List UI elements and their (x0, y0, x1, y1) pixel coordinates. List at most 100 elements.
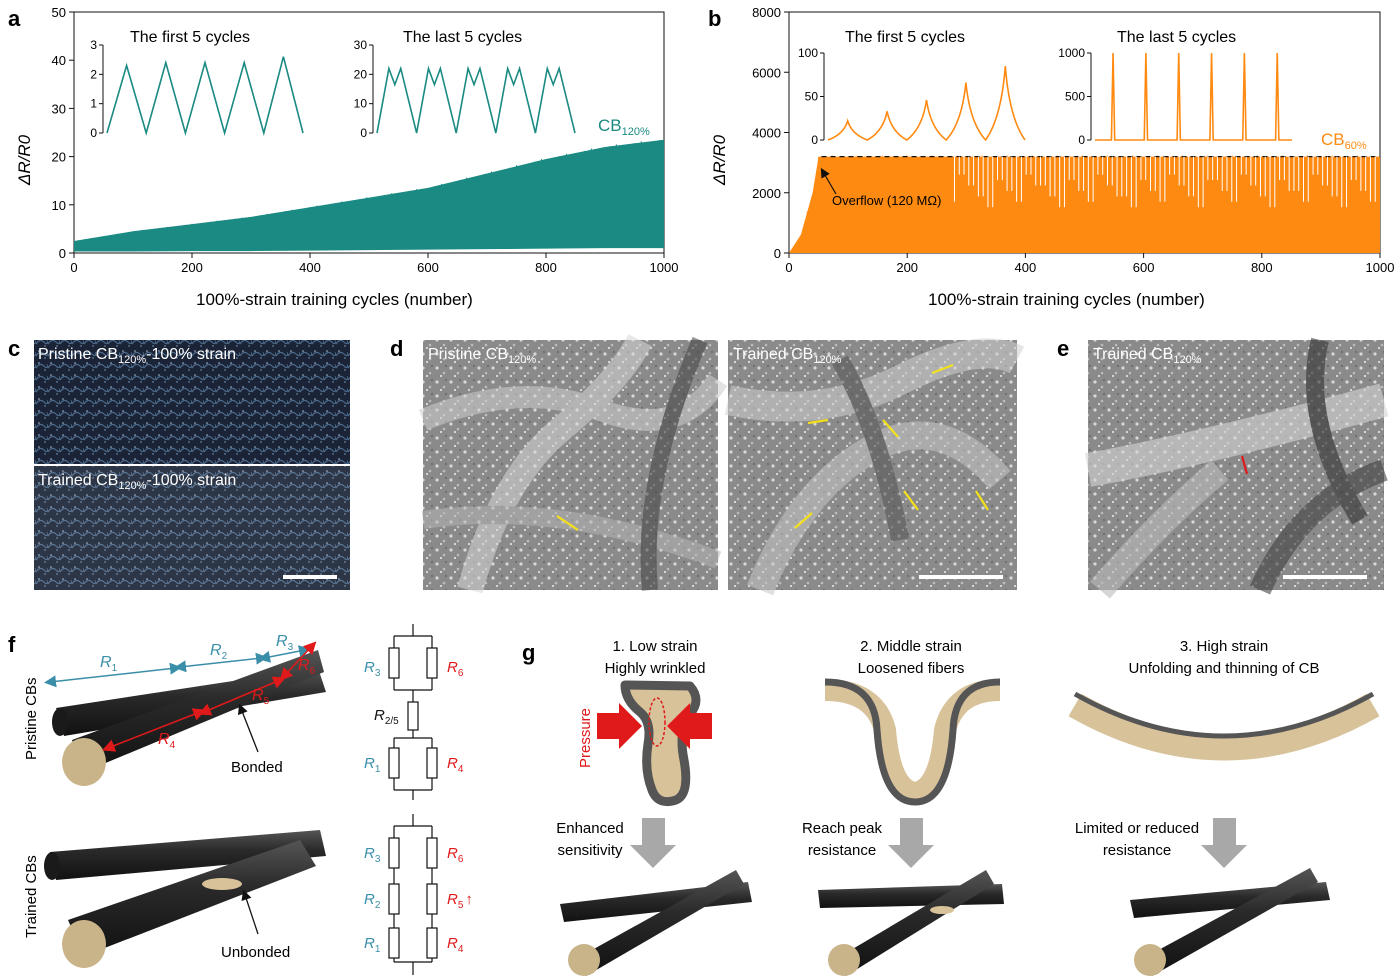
g-col1-title-2: Highly wrinkled (605, 660, 706, 677)
circuit-trained (388, 814, 438, 975)
circuit2-r2: R2 (364, 891, 381, 911)
series-area-CB120% (74, 139, 664, 252)
y-tick-label: 0 (774, 246, 781, 261)
circuit2-r3: R3 (364, 845, 381, 865)
g-down-arrow-3 (1201, 818, 1247, 868)
panel-b-series-label: CB60% (1321, 130, 1367, 152)
x-tick-label: 1000 (650, 260, 679, 275)
x-tick-label: 800 (535, 260, 557, 275)
crack-arrows-d (556, 363, 989, 531)
pressure-arrow-right (667, 703, 712, 749)
g-u-middle-strain-cb (824, 678, 1001, 806)
pressure-arrow-left (597, 703, 642, 749)
x-tick-label: 0 (785, 260, 792, 275)
x-tick-label: 600 (1133, 260, 1155, 275)
inset-y-tick-label: 0 (1078, 133, 1085, 147)
x-tick-label: 400 (299, 260, 321, 275)
inset-y-tick-label: 0 (811, 133, 818, 147)
x-tick-label: 200 (896, 260, 918, 275)
panel-a-inset1-title: The first 5 cycles (130, 29, 250, 46)
panel-g: g 1. Low strain Highly wrinkled 2. Middl… (522, 638, 1380, 976)
x-tick-label: 200 (181, 260, 203, 275)
panel-letter-d: d (390, 336, 403, 361)
panel-d-left-label: Pristine CB120% (428, 346, 536, 366)
inset-y-tick-label: 500 (1065, 90, 1085, 104)
y-tick-label: 8000 (752, 5, 781, 20)
circuit1-r6: R6 (447, 659, 464, 679)
circuit2-r5: R5↑ (447, 891, 473, 911)
unbonded-arrow (241, 889, 259, 935)
y-tick-label: 50 (52, 5, 66, 20)
g-col3-title-2: Unfolding and thinning of CB (1129, 660, 1320, 677)
y-tick-label: 30 (52, 101, 66, 116)
scale-bar (1283, 575, 1367, 579)
y-tick-label: 4000 (752, 126, 781, 141)
g-down-arrow-2 (888, 818, 934, 868)
x-tick-label: 600 (417, 260, 439, 275)
y-tick-label: 40 (52, 53, 66, 68)
inset-y-tick-label: 10 (354, 97, 368, 111)
panel-letter-e: e (1057, 336, 1069, 361)
inset-y-tick-label: 50 (805, 90, 819, 104)
panel-d: d Pristine CB120% Trained CB120% (390, 333, 1025, 596)
label-r2: R2 (210, 642, 228, 662)
circuit1-r25: R2/5 (374, 707, 399, 727)
g-col1-title-1: 1. Low strain (612, 638, 697, 655)
panel-letter-a: a (8, 6, 21, 31)
panel-b-overflow-annotation: Overflow (120 MΩ) (832, 193, 941, 208)
g-col2-note-2: resistance (808, 842, 876, 859)
unbonded-gap (202, 878, 242, 890)
pristine-fiber-pair (52, 650, 326, 786)
panel-b-overflow-arrow (820, 167, 837, 195)
inset-y-tick-label: 0 (90, 126, 97, 140)
g-col3-title-1: 3. High strain (1180, 638, 1268, 655)
y-tick-label: 2000 (752, 186, 781, 201)
panel-b-inset-first: 100 50 0 (798, 46, 1026, 147)
micrograph-c-pristine (34, 340, 350, 464)
circuit2-r6: R6 (447, 845, 464, 865)
g-col2-note-1: Reach peak (802, 820, 883, 837)
circuit2-r1: R1 (364, 935, 381, 955)
panel-b-inset2-title: The last 5 cycles (1117, 29, 1236, 46)
label-unbonded: Unbonded (221, 944, 290, 961)
panel-b-inset1-title: The first 5 cycles (845, 29, 965, 46)
g-down-arrow-1 (630, 818, 676, 868)
panel-letter-b: b (708, 6, 721, 31)
panel-b-xlabel: 100%-strain training cycles (number) (928, 290, 1205, 309)
inset-y-tick-label: 100 (798, 46, 818, 60)
y-tick-label: 20 (52, 150, 66, 165)
inset-y-tick-label: 2 (90, 67, 97, 81)
g-pressure-label: Pressure (577, 708, 594, 768)
micrograph-d-pristine-fibers (418, 333, 728, 594)
trained-fiber-pair (44, 830, 326, 968)
label-r4: R4 (158, 731, 176, 751)
x-tick-label: 800 (1251, 260, 1273, 275)
inset-series-line (376, 65, 576, 134)
circuit1-r1: R1 (364, 755, 381, 775)
g-col1-note-2: sensitivity (557, 842, 623, 859)
panel-letter-f: f (8, 632, 16, 657)
panel-d-right-label: Trained CB120% (733, 346, 842, 366)
g-col3-note-2: resistance (1103, 842, 1171, 859)
inset-series-line (1095, 52, 1292, 141)
micrograph-d-trained-fibers (724, 338, 1025, 596)
panel-a-ylabel: ΔR/R0 (15, 134, 34, 186)
label-bonded: Bonded (231, 759, 283, 776)
g-col3-note-1: Limited or reduced (1075, 820, 1199, 837)
inset-y-tick-label: 1 (90, 97, 97, 111)
panel-e: e Trained CB120% (1057, 336, 1389, 599)
panel-c-top-label: Pristine CB120%-100% strain (38, 346, 236, 366)
x-tick-label: 0 (70, 260, 77, 275)
inset-y-tick-label: 30 (354, 38, 368, 52)
plot-frame (73, 11, 665, 254)
inset-series-line (827, 65, 1026, 142)
x-tick-label: 400 (1015, 260, 1037, 275)
micrograph-e-fibers (1085, 337, 1389, 599)
panel-f: f Pristine CBs Trained CBs R1 R2 R3 R4 R… (8, 624, 473, 975)
g-fiber-pair-3 (1130, 868, 1330, 976)
